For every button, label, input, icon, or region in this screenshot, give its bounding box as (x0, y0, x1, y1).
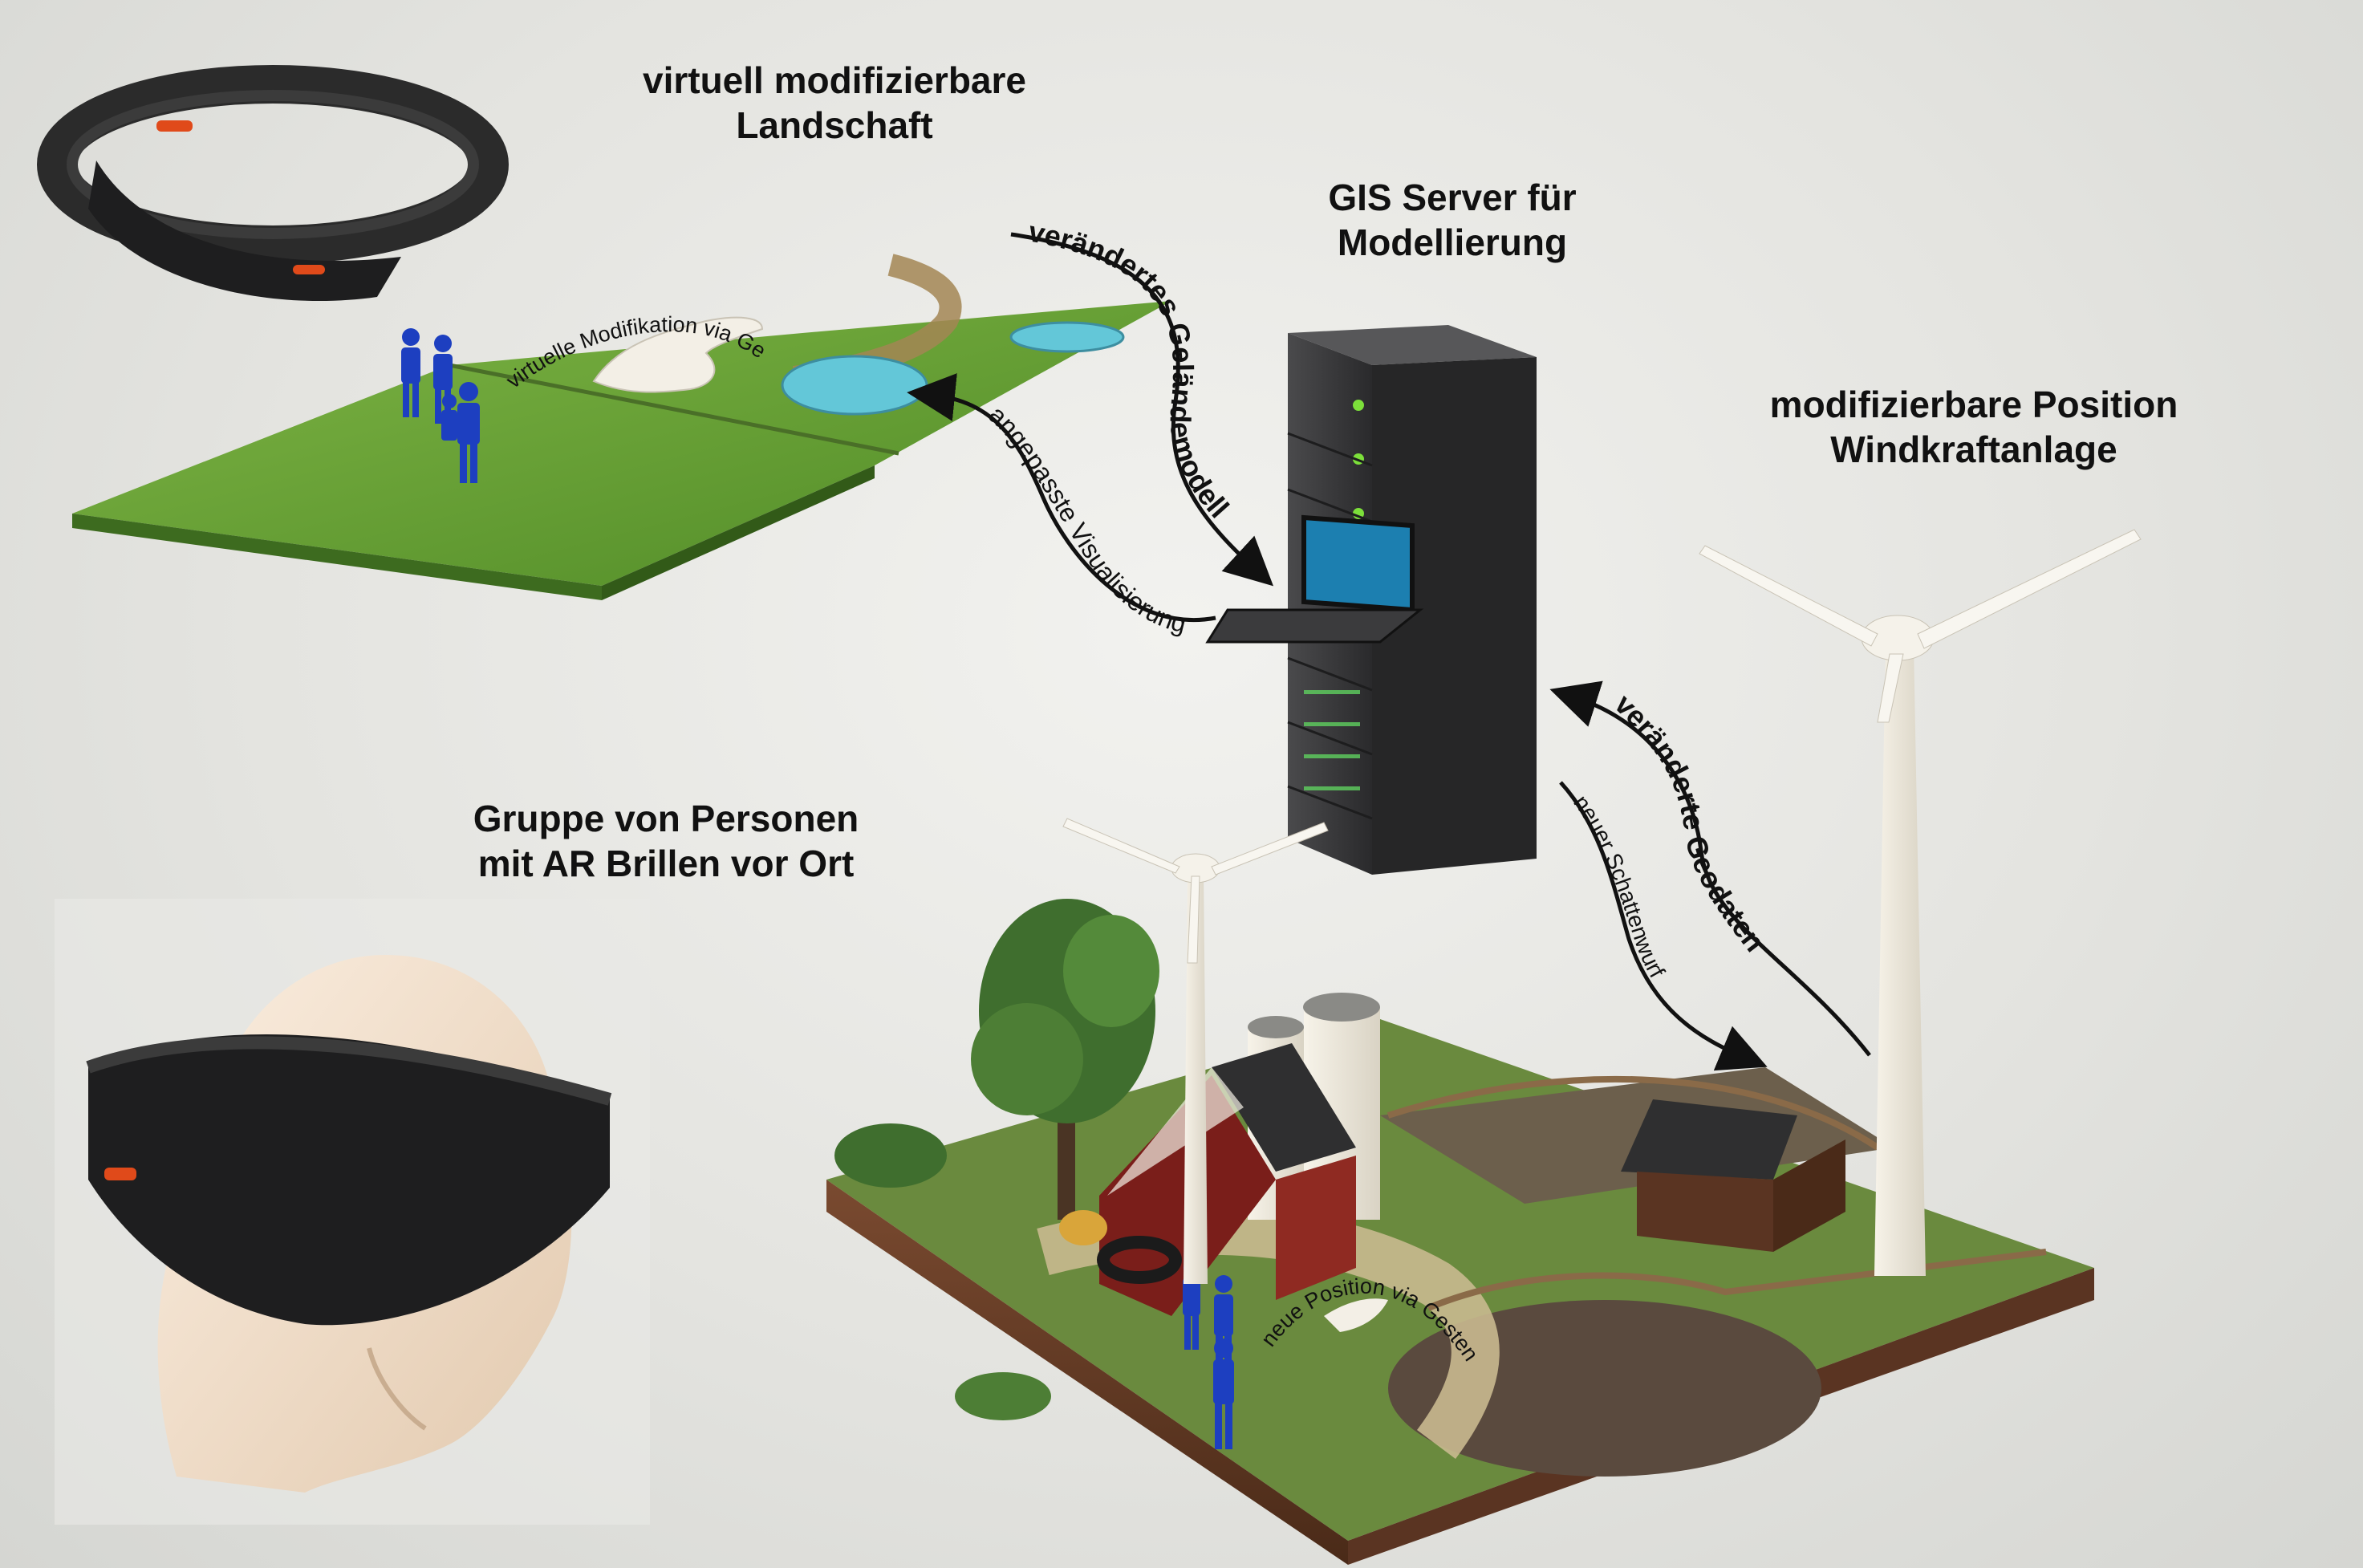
head-with-ar-glasses (55, 899, 650, 1525)
server-title-line-2: Modellierung (1337, 221, 1568, 263)
pond-small (1009, 321, 1125, 353)
gis-server (1205, 325, 1537, 875)
server-title: GIS Server für Modellierung (1252, 175, 1653, 265)
landscape-title-line-1: virtuell modifizierbare (642, 59, 1026, 101)
landscape-title: virtuell modifizierbare Landschaft (578, 58, 1091, 148)
arrow-server-to-landscape (907, 373, 1216, 622)
arrow-terrain-to-server (1010, 232, 1274, 587)
arrow-geodata-to-server (1549, 680, 1871, 1057)
windturbine-title: modifizierbare Position Windkraftanlage (1701, 382, 2247, 472)
farm-diorama (826, 899, 2094, 1565)
ar-headset-top (37, 65, 509, 302)
group-title-line-1: Gruppe von Personen (473, 798, 859, 839)
arrow-server-to-shadow (1559, 781, 1768, 1071)
hand-gesture-icon (592, 316, 764, 393)
server-keyboard (1205, 608, 1424, 644)
wind-turbine-small (1062, 818, 1329, 1284)
wooden-shed (1621, 1099, 1845, 1252)
fence (1387, 1075, 1880, 1151)
flow-arrows (907, 232, 1871, 1071)
wind-turbine-large (1699, 529, 2142, 1276)
virtual-landscape (72, 254, 1171, 600)
server-title-line-1: GIS Server für (1328, 177, 1577, 218)
person-icons-landscape (401, 328, 480, 483)
group-title: Gruppe von Personen mit AR Brillen vor O… (417, 796, 915, 886)
server-screen (1301, 514, 1415, 613)
landscape-title-line-2: Landschaft (736, 104, 933, 146)
windturbine-title-line-2: Windkraftanlage (1830, 429, 2117, 470)
label-adapted-visualization: angepasste Visualisierung (983, 400, 1189, 638)
hand-gesture-icon-farm (1324, 1298, 1388, 1332)
label-new-shadow: neuer Schattenwurf (1569, 790, 1670, 982)
pond-large (781, 355, 928, 416)
windturbine-title-line-1: modifizierbare Position (1769, 384, 2178, 425)
group-title-line-2: mit AR Brillen vor Ort (477, 843, 855, 884)
tree (971, 899, 1159, 1220)
